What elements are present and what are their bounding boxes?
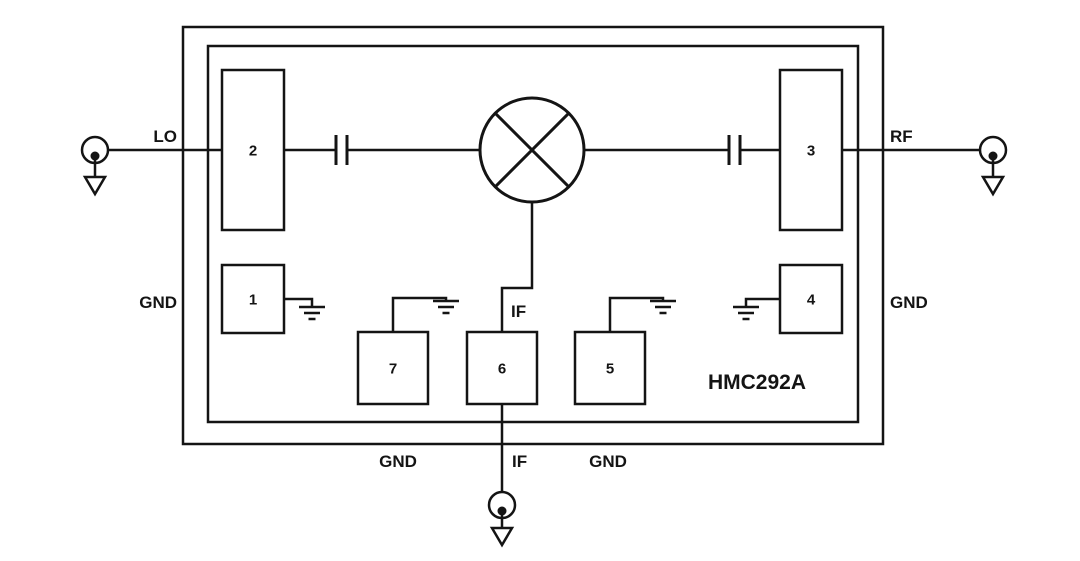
pin-2-number: 2 xyxy=(249,143,257,160)
if-connector xyxy=(487,490,517,548)
pin-4-ground-hatch xyxy=(733,305,759,321)
pin-4-box: 4 xyxy=(778,263,844,335)
if-internal-label: IF xyxy=(511,302,526,321)
lo-signal-path xyxy=(108,135,480,165)
pin-1-ground-lead xyxy=(284,297,314,307)
mixer-cross xyxy=(494,112,570,188)
pin-6-rect xyxy=(465,330,539,406)
pin-6-number: 6 xyxy=(498,361,506,378)
if-port-label: IF xyxy=(512,452,527,471)
pin-1-ground-hatch xyxy=(299,305,325,321)
rf-connector-ground-arrow-icon xyxy=(980,175,1006,197)
pin-7-number: 7 xyxy=(389,361,397,378)
pin-5-box: 5 xyxy=(573,330,647,406)
mixer-symbol-icon xyxy=(478,96,586,204)
pin-3-rect xyxy=(778,68,844,232)
pin-7-rect xyxy=(356,330,430,406)
pin-7-ground-hatch xyxy=(433,299,459,315)
pin-7-box: 7 xyxy=(356,330,430,406)
if-signal-path xyxy=(500,202,534,492)
pin-2-box: 2 xyxy=(220,68,286,232)
lo-port-label: LO xyxy=(153,127,177,146)
pin-3-number: 3 xyxy=(807,143,815,160)
gnd-bottom-right-label: GND xyxy=(589,452,627,471)
pin-5-number: 5 xyxy=(606,361,614,378)
pin-7-ground-symbol-icon xyxy=(391,296,459,332)
pin-1-ground-symbol-icon xyxy=(284,297,325,321)
pin-1-number: 1 xyxy=(249,292,257,309)
if-connector-ground-arrow-icon xyxy=(489,526,515,548)
pin-4-rect xyxy=(778,263,844,335)
pin-5-ground-hatch xyxy=(650,299,676,315)
pin-5-ground-lead xyxy=(608,296,665,332)
pin-6-box: 6 xyxy=(465,330,539,406)
part-number-label: HMC292A xyxy=(708,371,806,394)
pin-4-ground-lead xyxy=(744,297,780,307)
gnd-right-label: GND xyxy=(890,293,928,312)
lo-connector-ground-arrow-icon xyxy=(82,175,108,197)
pin-2-rect xyxy=(220,68,286,232)
gnd-left-label: GND xyxy=(139,293,177,312)
rf-connector xyxy=(978,135,1008,197)
if-wire-mixer-to-pin6 xyxy=(500,202,534,332)
pin-4-number: 4 xyxy=(807,292,816,309)
pin-5-ground-symbol-icon xyxy=(608,296,676,332)
pin-3-box: 3 xyxy=(778,68,844,232)
pin-1-box: 1 xyxy=(220,263,286,335)
rf-port-label: RF xyxy=(890,127,913,146)
lo-connector xyxy=(80,135,110,197)
pin-7-ground-lead xyxy=(391,296,448,332)
gnd-bottom-left-label: GND xyxy=(379,452,417,471)
pin-1-rect xyxy=(220,263,286,335)
rf-signal-path xyxy=(584,135,980,165)
pin-4-ground-symbol-icon xyxy=(733,297,780,321)
